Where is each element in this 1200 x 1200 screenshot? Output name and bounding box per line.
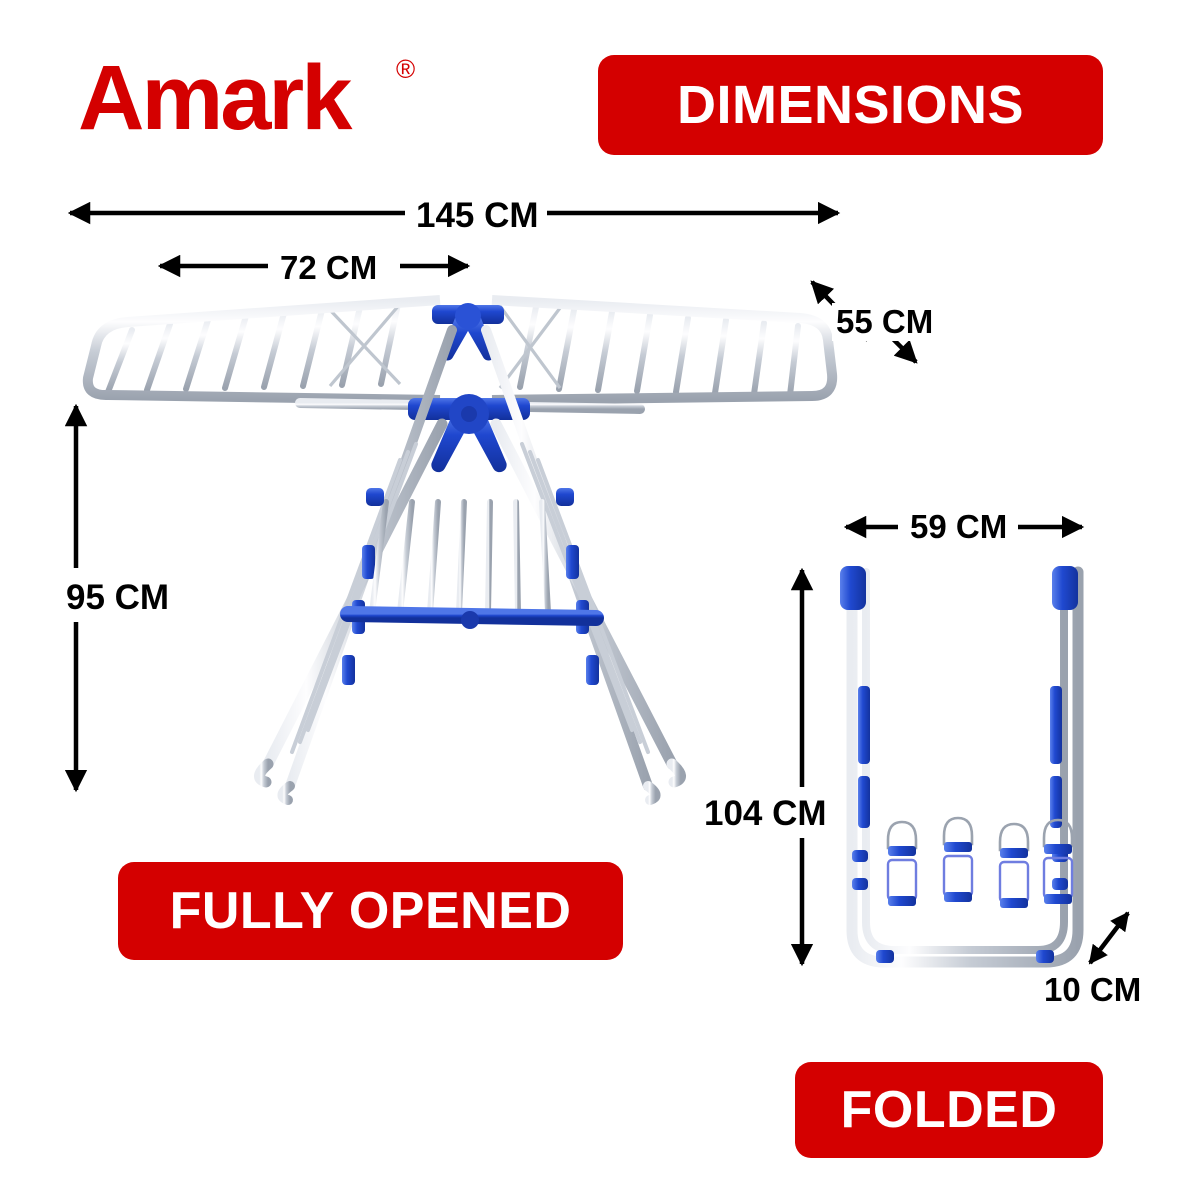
badge-dimensions: DIMENSIONS bbox=[598, 55, 1103, 155]
dimension-label-folded-width: 59 CM bbox=[902, 508, 1016, 546]
rack-hub-lower bbox=[408, 394, 530, 473]
badge-fully-opened: FULLY OPENED bbox=[118, 862, 623, 960]
folded-connectors bbox=[852, 686, 1068, 890]
dimension-label-wing-width: 72 CM bbox=[272, 249, 386, 287]
folded-foot-left bbox=[876, 950, 894, 963]
dimension-label-depth: 55 CM bbox=[832, 303, 938, 341]
dimension-label-folded-height: 104 CM bbox=[700, 790, 831, 838]
dimension-label-height: 95 CM bbox=[62, 574, 174, 622]
registered-trademark-icon: ® bbox=[396, 54, 416, 84]
brand-logo: Amark ® bbox=[78, 48, 438, 148]
rack-left-wing bbox=[82, 295, 441, 405]
rack-opened bbox=[82, 295, 838, 805]
rack-side-rail-right bbox=[520, 442, 650, 754]
dimension-label-folded-depth: 10 CM bbox=[1040, 971, 1146, 1009]
brand-name: Amark bbox=[78, 47, 352, 149]
folded-foot-right bbox=[1036, 950, 1054, 963]
folded-hanger-clips bbox=[886, 816, 1074, 908]
rack-legs-front bbox=[254, 418, 686, 788]
rack-right-wing bbox=[491, 295, 838, 405]
folded-cap-right bbox=[1052, 566, 1078, 610]
folded-cap-left bbox=[840, 566, 866, 610]
dimension-arrow-folded-depth bbox=[1088, 911, 1130, 965]
rack-folded bbox=[840, 566, 1084, 968]
rack-side-rail-left bbox=[290, 442, 418, 754]
badge-folded: FOLDED bbox=[795, 1062, 1103, 1158]
dimension-label-total-width: 145 CM bbox=[408, 196, 547, 236]
rack-hub-upper bbox=[432, 303, 504, 361]
rack-middle-shelf bbox=[340, 488, 604, 629]
